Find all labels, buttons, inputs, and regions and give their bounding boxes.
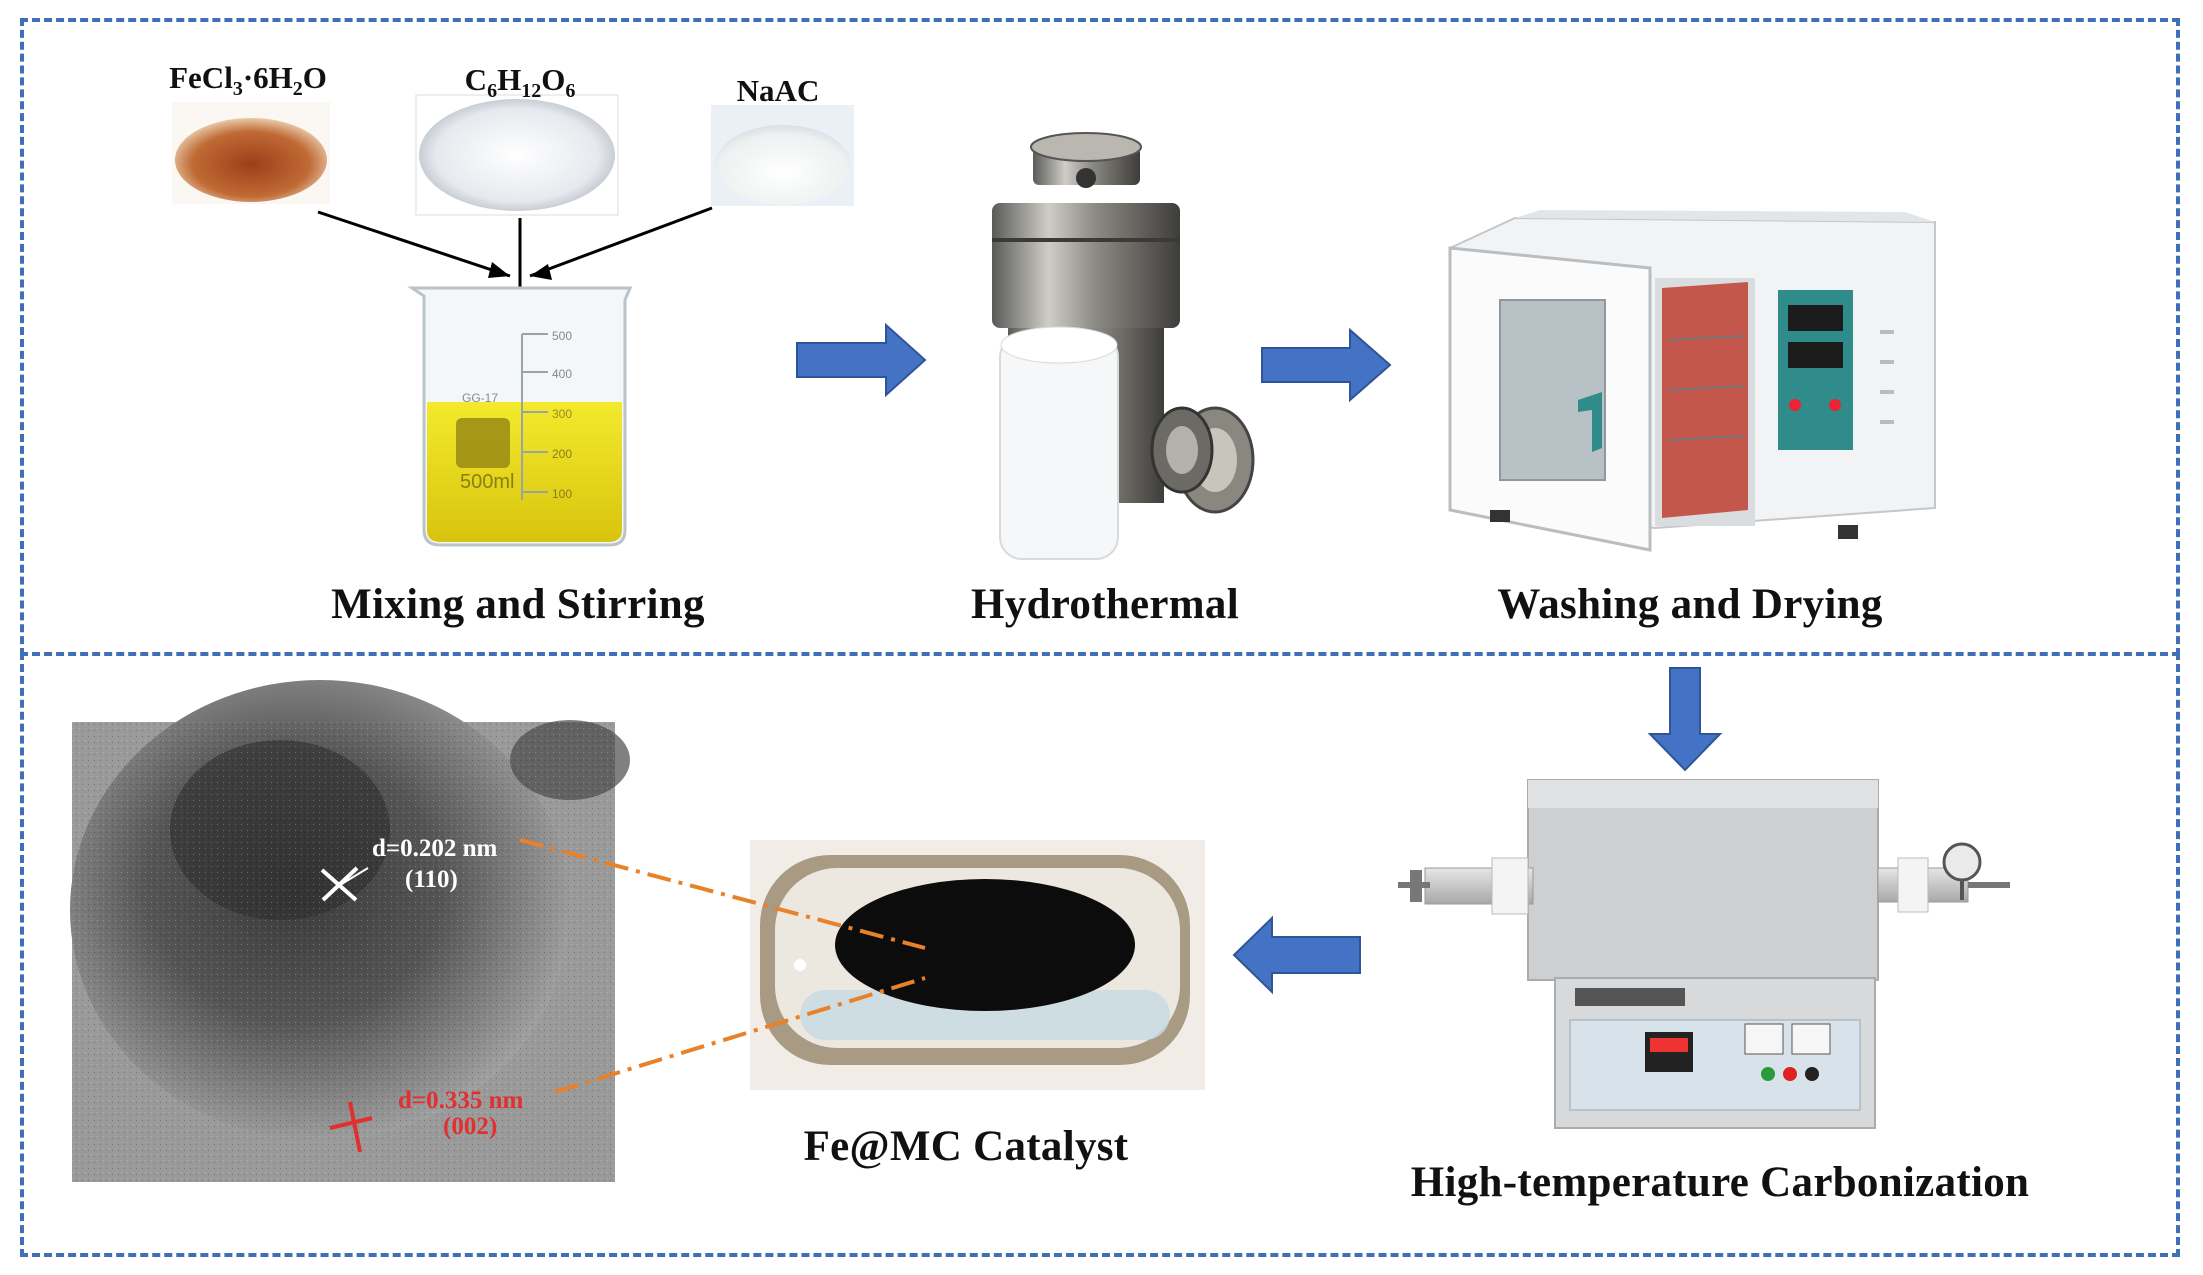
tem-image (70, 680, 630, 1182)
beaker-tick-400: 400 (552, 367, 572, 381)
drying-oven-icon (1448, 210, 1936, 552)
bottom-panel-frame (20, 652, 2180, 1257)
stage-label-washing: Washing and Drying (1497, 581, 1883, 628)
reagent-label-fecl3: FeCl3·6H2O (169, 60, 327, 101)
guide-line-upper (519, 838, 926, 950)
tube-furnace-icon (1398, 779, 2010, 1129)
catalyst-boat-image (750, 840, 1205, 1090)
arrow-carbonize-to-catalyst (1232, 915, 1361, 995)
arrow-hydro-to-wash (1261, 327, 1392, 403)
reagent-glucose-image (415, 94, 619, 216)
reagent-fecl3-image (172, 102, 330, 204)
beaker-volume-mark: 500ml (460, 471, 514, 493)
arrowhead-right (530, 264, 552, 280)
arrowhead-left (488, 262, 510, 278)
reagent-label-naac: NaAC (736, 73, 820, 108)
stage-label-catalyst: Fe@MC Catalyst (803, 1123, 1129, 1170)
tem-marker-110 (320, 866, 369, 902)
beaker-tick-300: 300 (552, 407, 572, 421)
stage-label-hydrothermal: Hydrothermal (971, 581, 1239, 628)
tem-plane-110: (110) (405, 866, 458, 893)
top-panel-frame (20, 18, 2180, 656)
stage-label-mixing: Mixing and Stirring (331, 581, 705, 628)
arrow-mix-to-hydro (796, 322, 927, 398)
tem-marker-002 (329, 1101, 373, 1153)
reagent-label-glucose: C6H12O6 (464, 62, 576, 103)
arrow-wash-to-carbonize (1647, 667, 1723, 772)
reagent-naac-image (711, 105, 854, 206)
beaker-icon (407, 286, 633, 547)
beaker-tick-200: 200 (552, 447, 572, 461)
beaker-tick-100: 100 (552, 487, 572, 501)
autoclave-icon (992, 132, 1255, 560)
stage-label-carbonization: High-temperature Carbonization (1410, 1159, 2030, 1206)
tem-plane-002: (002) (443, 1113, 497, 1140)
beaker-glass-mark: GG-17 (462, 391, 498, 405)
beaker-tick-500: 500 (552, 329, 572, 343)
tem-d-spacing-110: d=0.202 nm (372, 835, 498, 862)
guide-line-lower (554, 976, 926, 1094)
tem-d-spacing-002: d=0.335 nm (398, 1087, 524, 1114)
